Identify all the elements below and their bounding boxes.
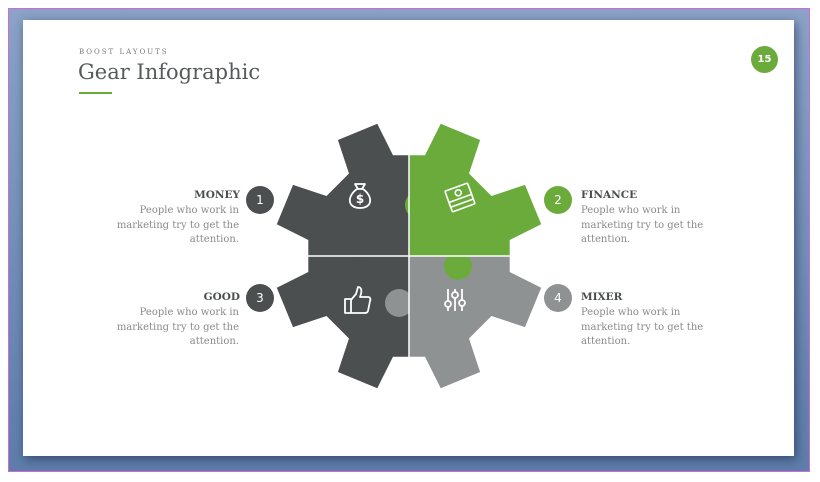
- gear-piece-money: [276, 123, 409, 256]
- slide: BOOST LAYOUTS Gear Infographic 15 $: [23, 20, 794, 456]
- brand-label: BOOST LAYOUTS: [79, 48, 169, 56]
- item-desc-money: People who work in marketing try to get …: [116, 205, 239, 245]
- item-title-finance: FINANCE: [581, 189, 638, 201]
- cash-stack-icon: [444, 182, 476, 213]
- item-desc-mixer: People who work in marketing try to get …: [581, 307, 704, 347]
- svg-text:$: $: [356, 192, 364, 206]
- step-number-4: 4: [544, 284, 572, 312]
- step-number-2: 2: [544, 186, 572, 214]
- gear-piece-finance: [409, 123, 542, 256]
- gear-piece-mixer: [409, 256, 542, 389]
- puzzle-knob-finance-into-mixer: [444, 252, 472, 280]
- page-number-badge: 15: [751, 46, 778, 73]
- gear-piece-good: [276, 256, 409, 389]
- puzzle-knob-good-into-money: [345, 232, 373, 260]
- mixer-sliders-icon: [444, 289, 466, 311]
- thumbs-up-icon: [344, 286, 372, 314]
- item-desc-finance: People who work in marketing try to get …: [581, 205, 704, 245]
- page-title: Gear Infographic: [78, 60, 261, 84]
- puzzle-knob-mixer-into-good: [385, 289, 413, 317]
- step-number-3: 3: [246, 284, 274, 312]
- item-title-money: MONEY: [194, 189, 240, 201]
- title-underline: [79, 92, 112, 94]
- item-desc-good: People who work in marketing try to get …: [116, 307, 239, 347]
- item-title-good: GOOD: [203, 291, 240, 303]
- step-number-1: 1: [246, 186, 274, 214]
- money-bag-icon: $: [348, 183, 372, 209]
- item-title-mixer: MIXER: [581, 291, 623, 303]
- puzzle-knob-finance-into-money: [405, 191, 433, 219]
- gear-puzzle-diagram: $: [273, 120, 545, 392]
